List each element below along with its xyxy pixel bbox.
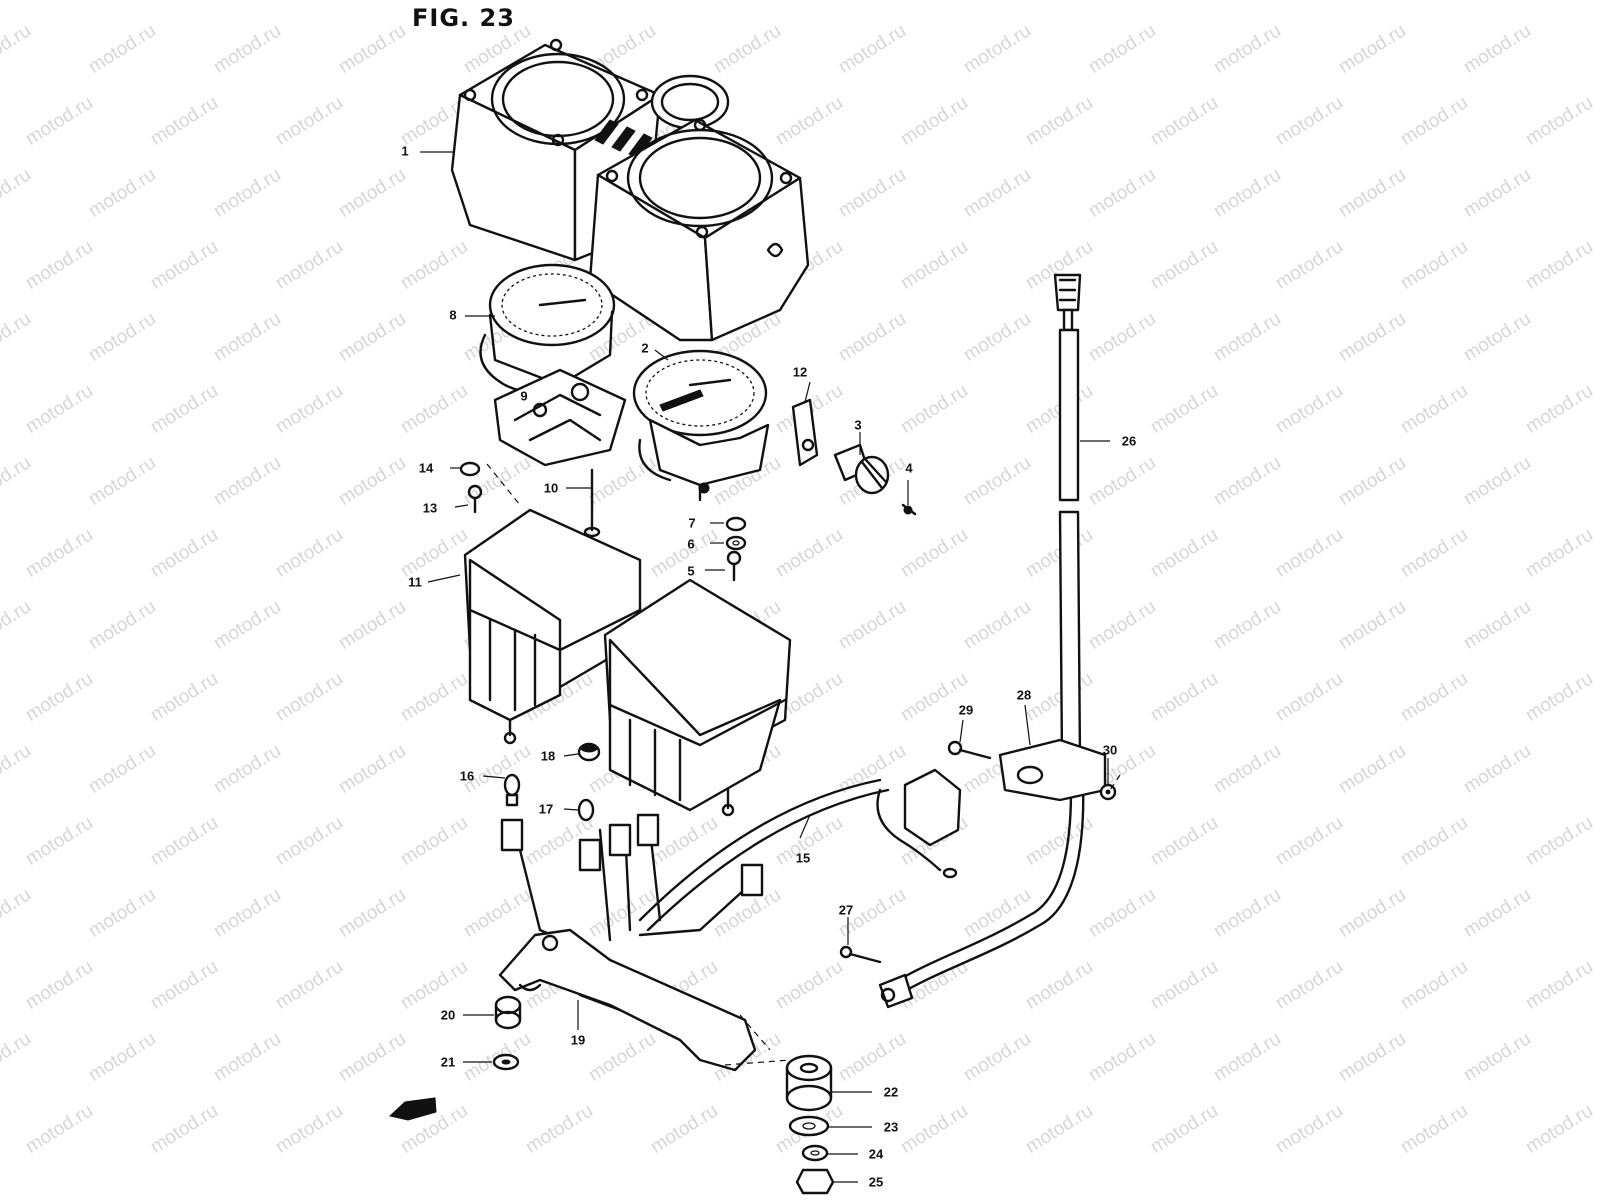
speedometer-cable-26 xyxy=(878,273,1085,1009)
washer-24 xyxy=(801,1144,829,1162)
part-label-28: 28 xyxy=(1016,687,1032,703)
washer-7 xyxy=(725,516,747,532)
part-label-20: 20 xyxy=(440,1007,456,1023)
bracket-19 xyxy=(498,928,757,1072)
washer-21 xyxy=(492,1053,520,1071)
speedometer-assembly xyxy=(632,349,770,502)
part-label-30: 30 xyxy=(1102,742,1118,758)
screw-13 xyxy=(467,484,483,514)
washer-6 xyxy=(725,535,747,551)
meter-case-upper xyxy=(450,38,810,342)
part-label-4: 4 xyxy=(905,460,913,476)
screw-5 xyxy=(726,550,742,582)
part-label-24: 24 xyxy=(868,1146,884,1162)
part-label-27: 27 xyxy=(838,902,854,918)
part-label-21: 21 xyxy=(440,1054,456,1070)
part-label-23: 23 xyxy=(883,1119,899,1135)
bolt-10 xyxy=(583,468,601,538)
part-label-10: 10 xyxy=(543,480,559,496)
part-label-1: 1 xyxy=(401,143,409,159)
bulb-16 xyxy=(500,773,524,852)
part-label-7: 7 xyxy=(688,515,696,531)
washer-23 xyxy=(788,1115,830,1137)
part-label-6: 6 xyxy=(687,536,695,552)
bolt-29 xyxy=(947,740,992,760)
figure-title: FIG. 23 xyxy=(412,4,515,32)
part-label-16: 16 xyxy=(459,768,475,784)
cushion-22 xyxy=(785,1054,833,1112)
leader-lines xyxy=(420,151,1110,1183)
part-label-2: 2 xyxy=(641,340,649,356)
part-label-12: 12 xyxy=(792,364,808,380)
screw-27 xyxy=(839,945,882,964)
part-label-26: 26 xyxy=(1121,433,1137,449)
exploded-view-guides xyxy=(486,463,1121,1066)
part-label-19: 19 xyxy=(570,1032,586,1048)
meter-case-lower xyxy=(463,508,792,817)
cushion-20 xyxy=(494,995,522,1030)
part-label-3: 3 xyxy=(854,417,862,433)
clip-12 xyxy=(791,398,819,467)
part-label-9: 9 xyxy=(520,388,528,404)
drive-gear-3 xyxy=(833,443,890,495)
nut-25 xyxy=(795,1168,835,1195)
grommet-14 xyxy=(459,461,481,477)
part-label-25: 25 xyxy=(868,1174,884,1190)
part-label-13: 13 xyxy=(422,500,438,516)
part-label-15: 15 xyxy=(795,850,811,866)
front-direction-arrow-icon xyxy=(388,1097,437,1121)
wiring-harness-15 xyxy=(518,768,962,962)
nut-30 xyxy=(1099,783,1117,801)
part-label-11: 11 xyxy=(408,574,422,590)
cable-clamp-28 xyxy=(998,738,1107,802)
part-label-22: 22 xyxy=(883,1084,899,1100)
part-label-8: 8 xyxy=(449,307,457,323)
part-label-5: 5 xyxy=(687,563,695,579)
part-label-14: 14 xyxy=(418,460,434,476)
part-label-17: 17 xyxy=(538,801,554,817)
part-label-18: 18 xyxy=(540,748,556,764)
part-label-29: 29 xyxy=(958,702,974,718)
grommet-18 xyxy=(577,742,601,762)
bulb-17 xyxy=(577,798,764,897)
screw-4 xyxy=(901,503,917,516)
tachometer-assembly xyxy=(479,263,627,467)
